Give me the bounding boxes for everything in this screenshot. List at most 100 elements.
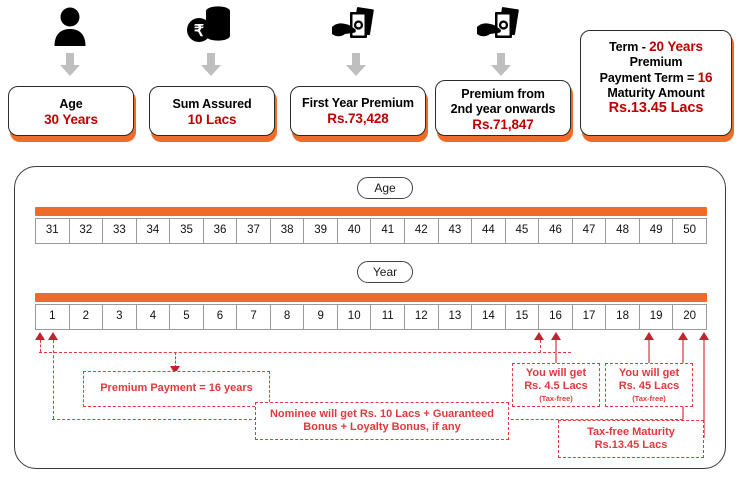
year-cell-19: 19 [638, 304, 673, 330]
age-cell-42: 42 [404, 218, 438, 244]
callout-payout-year16: You will get Rs. 4.5 Lacs (Tax-free) [512, 363, 600, 407]
arrow-up-year16-b [551, 332, 561, 340]
svg-text:₹: ₹ [194, 23, 204, 40]
hand-cash-icon [465, 2, 535, 50]
down-arrow-icon [201, 53, 221, 76]
callout-text: Rs. 4.5 Lacs [524, 379, 588, 392]
age-cell-44: 44 [471, 218, 505, 244]
callout-text: You will get [525, 366, 587, 379]
year-cell-9: 9 [303, 304, 337, 330]
callout-nominee: Nominee will get Rs. 10 Lacs + Guarantee… [255, 402, 509, 440]
age-cell-32: 32 [68, 218, 103, 244]
connector-payout18-riser [648, 340, 650, 364]
age-cell-49: 49 [638, 218, 673, 244]
callout-note: (Tax-free) [632, 394, 666, 404]
callout-tax-free-maturity: Tax-free Maturity Rs.13.45 Lacs [558, 420, 704, 458]
year-cell-16: 16 [538, 304, 572, 330]
summary-card-first-year-premium: First Year Premium Rs.73,428 [290, 86, 426, 136]
age-cell-46: 46 [538, 218, 572, 244]
connector-nominee-line [52, 419, 262, 420]
callout-text: Rs.13.45 Lacs [594, 439, 668, 451]
age-cell-31: 31 [35, 218, 69, 244]
year-cell-11: 11 [370, 304, 405, 330]
connector-year1-b-riser [52, 340, 54, 419]
arrow-up-year20-b [699, 332, 709, 340]
age-cell-39: 39 [303, 218, 337, 244]
connector-premium-payment-drop [175, 352, 176, 368]
year-cell-10: 10 [336, 304, 371, 330]
year-cell-5: 5 [169, 304, 203, 330]
age-cell-48: 48 [605, 218, 639, 244]
card-line-value: 10 Lacs [187, 111, 237, 127]
callout-text: Premium Payment = 16 years [100, 382, 253, 395]
year-cell-15: 15 [504, 304, 539, 330]
year-cell-18: 18 [605, 304, 639, 330]
age-label-pill: Age [357, 177, 413, 199]
term-line: Payment Term = 16 [599, 69, 713, 85]
year-cell-20: 20 [672, 304, 707, 330]
year-cell-3: 3 [102, 304, 136, 330]
term-line: Maturity Amount [607, 85, 705, 100]
age-accent-bar [35, 207, 707, 216]
year-label-pill: Year [357, 261, 413, 283]
year-cell-7: 7 [236, 304, 270, 330]
age-cell-43: 43 [437, 218, 472, 244]
year-cell-6: 6 [202, 304, 237, 330]
card-line-value: 30 Years [44, 111, 98, 127]
year-cell-12: 12 [404, 304, 438, 330]
year-cell-8: 8 [269, 304, 304, 330]
age-cell-50: 50 [672, 218, 707, 244]
callout-text: Nominee will get Rs. 10 Lacs + Guarantee… [269, 407, 495, 420]
summary-card-sum-assured: Sum Assured 10 Lacs [149, 86, 275, 136]
callout-text: You will get [618, 366, 680, 379]
callout-text: Rs. 45 Lacs [618, 379, 680, 392]
age-cell-37: 37 [236, 218, 270, 244]
term-line: Term - 20 Years [609, 39, 703, 54]
year-cell-1: 1 [35, 304, 69, 330]
down-arrow-icon [491, 53, 511, 76]
year-cell-2: 2 [68, 304, 103, 330]
age-cell-35: 35 [169, 218, 203, 244]
age-cell-34: 34 [135, 218, 170, 244]
arrow-down-premium-payment [170, 366, 180, 374]
arrow-up-year1-a [35, 332, 45, 340]
age-cell-38: 38 [269, 218, 304, 244]
summary-card-term-maturity: Term - 20 Years Premium Payment Term = 1… [580, 30, 732, 136]
callout-text: Bonus + Loyalty Bonus, if any [303, 421, 461, 433]
connector-maturity-riser [703, 340, 705, 438]
person-icon [35, 2, 105, 50]
year-cell-17: 17 [571, 304, 606, 330]
card-line: 2nd year onwards [450, 101, 556, 116]
callout-note: (Tax-free) [539, 394, 573, 404]
arrow-up-year20-a [678, 332, 688, 340]
age-cell-45: 45 [504, 218, 539, 244]
year-cell-13: 13 [437, 304, 472, 330]
card-line-value: Rs.71,847 [472, 116, 534, 132]
callout-premium-payment: Premium Payment = 16 years [83, 371, 270, 407]
rupee-coins-icon: ₹ [175, 2, 245, 50]
arrow-up-year1-b [48, 332, 58, 340]
connector-payout16-riser [555, 340, 557, 364]
connector-year1-a-riser [39, 340, 41, 352]
summary-cards-strip: Age 30 Years ₹ Sum Assu [0, 0, 740, 152]
card-line-value: Rs.73,428 [327, 110, 389, 126]
age-cell-41: 41 [370, 218, 405, 244]
arrow-up-year16-a [534, 332, 544, 340]
card-line: Age [59, 97, 83, 111]
down-arrow-icon [60, 53, 80, 76]
card-line: Sum Assured [172, 97, 252, 111]
age-cell-47: 47 [571, 218, 606, 244]
card-line: Premium from [461, 87, 545, 101]
year-cell-4: 4 [135, 304, 170, 330]
summary-card-premium-2nd-year: Premium from 2nd year onwards Rs.71,847 [435, 80, 571, 136]
callout-payout-year18: You will get Rs. 45 Lacs (Tax-free) [605, 363, 693, 407]
connector-premium-payment-line [39, 352, 571, 353]
arrow-up-year18 [644, 332, 654, 340]
card-line: First Year Premium [302, 96, 414, 110]
year-accent-bar [35, 293, 707, 302]
term-line: Premium [629, 54, 683, 69]
hand-cash-icon [320, 2, 390, 50]
